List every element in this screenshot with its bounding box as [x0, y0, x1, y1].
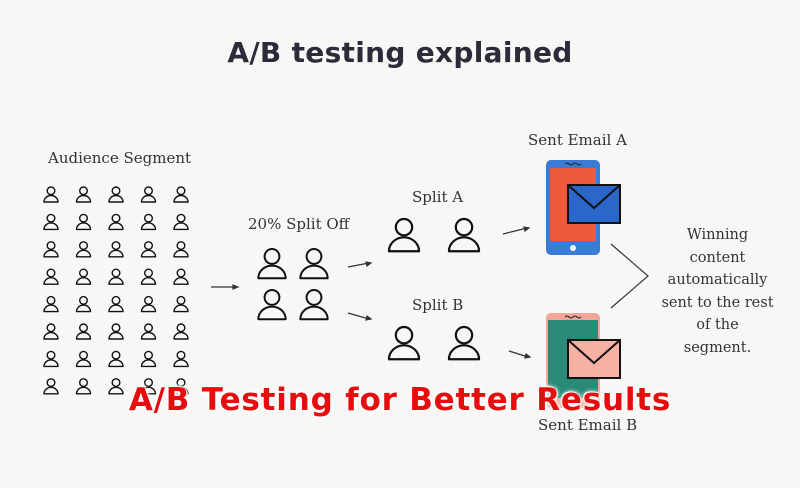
person-icon — [108, 350, 124, 368]
split-a-label: Split A — [412, 188, 464, 206]
person-icon — [108, 241, 124, 258]
person-icon — [140, 186, 157, 203]
winning-line: segment. — [683, 339, 752, 356]
person-icon — [75, 186, 92, 203]
person-icon — [140, 295, 157, 313]
person-icon — [43, 323, 59, 340]
person-icon — [43, 213, 59, 231]
person-icon — [108, 186, 124, 203]
person-icon — [173, 186, 189, 203]
winning-line: automatically — [667, 272, 768, 288]
audience-label: Audience Segment — [48, 149, 192, 167]
person-icon — [75, 213, 92, 231]
person-icon — [108, 323, 124, 340]
person-icon — [173, 378, 189, 395]
group-people — [257, 217, 481, 361]
person-icon — [447, 325, 481, 361]
person-icon — [173, 350, 189, 368]
person-icon — [447, 217, 481, 253]
person-icon — [43, 186, 59, 203]
split-off-label: 20% Split Off — [248, 215, 350, 233]
person-icon — [43, 268, 59, 285]
audience-grid — [43, 186, 189, 395]
winning-line: sent to the rest — [661, 294, 774, 311]
person-icon — [173, 241, 189, 258]
person-icon — [75, 241, 92, 258]
person-icon — [43, 378, 59, 395]
person-icon — [75, 323, 92, 340]
person-icon — [173, 268, 189, 285]
person-icon — [75, 295, 92, 313]
person-icon — [43, 241, 59, 258]
arrow-icon — [211, 284, 240, 290]
arrow-icon — [508, 350, 532, 359]
person-icon — [173, 213, 189, 231]
arrow-icon — [502, 226, 531, 235]
person-icon — [173, 323, 189, 340]
person-icon — [173, 295, 189, 313]
person-icon — [43, 295, 59, 313]
person-icon — [387, 325, 421, 361]
overlay-caption: A/B Testing for Better Results — [128, 382, 672, 418]
person-icon — [299, 289, 329, 321]
winning-line: Winning — [686, 227, 749, 243]
winning-content-text: Winning content automatically sent to th… — [655, 224, 780, 359]
person-icon — [140, 268, 157, 285]
person-icon — [257, 289, 287, 321]
bracket-connector — [610, 243, 649, 309]
person-icon — [140, 378, 157, 395]
email-a-label: Sent Email A — [528, 131, 627, 149]
person-icon — [299, 248, 329, 280]
person-icon — [75, 268, 92, 285]
person-icon — [108, 268, 124, 285]
person-icon — [387, 217, 421, 253]
person-icon — [140, 323, 157, 340]
winning-line: content — [689, 249, 746, 266]
person-icon — [75, 378, 92, 395]
envelope-icon-b — [567, 339, 621, 379]
arrow-icon — [347, 312, 373, 321]
person-icon — [140, 241, 157, 258]
person-icon — [140, 350, 157, 368]
winning-line: of the — [696, 317, 739, 333]
arrow-icon — [347, 261, 373, 268]
person-icon — [43, 350, 59, 368]
diagram-title: A/B testing explained — [227, 36, 573, 69]
person-icon — [75, 350, 92, 368]
email-b-label: Sent Email B — [538, 416, 638, 434]
person-icon — [257, 248, 287, 280]
envelope-icon-a — [567, 184, 621, 224]
person-icon — [108, 378, 124, 395]
split-b-label: Split B — [412, 296, 464, 314]
person-icon — [108, 295, 124, 313]
person-icon — [108, 213, 124, 231]
person-icon — [140, 213, 157, 231]
